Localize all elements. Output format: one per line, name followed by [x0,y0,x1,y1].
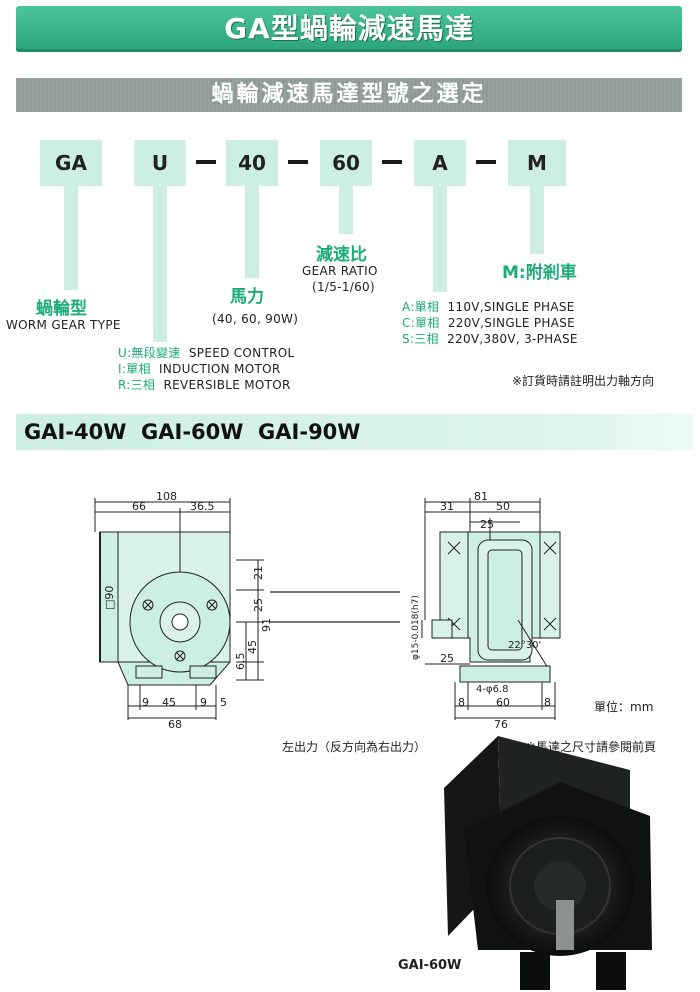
dim-text: 22°30' [508,640,541,651]
gear-ratio-range: (1/5-1/60) [312,280,375,294]
dim-text: 8 [544,696,551,709]
dim-text: 66 [132,500,146,513]
title-banner: GA型蝸輪減速馬達 [16,6,682,52]
dim-text: 60 [496,696,510,709]
dim-text: 68 [168,718,182,731]
section-title: 蝸輪減速馬達型號之選定 [211,82,487,107]
code-box-u: U [134,140,186,186]
dash [288,160,308,164]
dim-text: 25 [480,518,494,531]
power-item: A:單相 110V,SINGLE PHASE [402,300,575,314]
page-title: GA型蝸輪減速馬達 [224,12,474,45]
horsepower-zh: 馬力 [230,287,264,307]
model-banner [16,414,694,450]
dim-text: 21 [252,566,265,580]
dim-text: 6.5 [234,653,247,671]
power-item: S:三相 220V,380V, 3-PHASE [402,332,578,346]
brake-label: M:附剎車 [502,263,577,283]
dim-text: □90 [103,586,116,610]
photo-caption: GAI-60W [398,958,462,973]
output-note: 左出力（反方向為右出力） [282,740,427,754]
dim-text: φ15-0.018(h7) [411,595,421,660]
dim-text: 91 [260,618,273,632]
dim-text: 50 [496,500,510,513]
code-box-40: 40 [226,140,278,186]
worm-type-zh: 蝸輪型 [36,299,87,319]
worm-type-en: WORM GEAR TYPE [6,318,121,332]
gear-ratio-en: GEAR RATIO [302,264,378,278]
dim-text: 9 [200,696,207,709]
dim-text: 8 [458,696,465,709]
section-banner-texture [16,78,682,112]
dimension-drawing: 108 66 36.5 21 25 91 45 6.5 □90 9 45 9 5… [94,490,561,731]
reference-note: ※馬達之尺寸請參閱前頁 [526,740,657,754]
dim-text: 5 [220,696,227,709]
code-box-60: 60 [320,140,372,186]
control-item: U:無段變速 SPEED CONTROL [118,346,295,360]
dim-text: 81 [474,490,488,503]
dim-text: 9 [142,696,149,709]
dim-text: 25 [440,652,454,665]
control-item: R:三相 REVERSIBLE MOTOR [118,378,291,392]
order-note: ※訂貨時請註明出力軸方向 [512,374,655,388]
section-banner [16,78,682,112]
power-item: C:單相 220V,SINGLE PHASE [402,316,576,330]
dim-text: 108 [156,490,177,503]
unit-label: 單位：mm [594,700,654,714]
dim-text: 4-φ6.8 [476,684,508,695]
code-box-ga: GA [40,140,102,186]
product-photo [444,736,652,990]
dim-text: 76 [494,718,508,731]
code-box-a: A [414,140,466,186]
dim-text: 31 [440,500,454,513]
stem-gear-ratio [339,186,353,234]
stem-brake [530,186,544,254]
stem-worm [64,186,78,290]
dim-text: 25 [252,598,265,612]
dash [476,160,496,164]
gear-ratio-zh: 減速比 [316,245,367,265]
dash [382,160,402,164]
stem-power [433,186,447,292]
stem-control [153,186,167,342]
horsepower-values: (40, 60, 90W) [212,312,299,326]
dash [196,160,216,164]
dim-text: 45 [246,640,259,654]
model-title: GAI-40W GAI-60W GAI-90W [24,420,361,444]
control-item: I:單相 INDUCTION MOTOR [118,362,281,376]
code-box-m: M [508,140,566,186]
dim-text: 45 [162,696,176,709]
stem-horsepower [245,186,259,278]
dim-text: 36.5 [190,500,215,513]
